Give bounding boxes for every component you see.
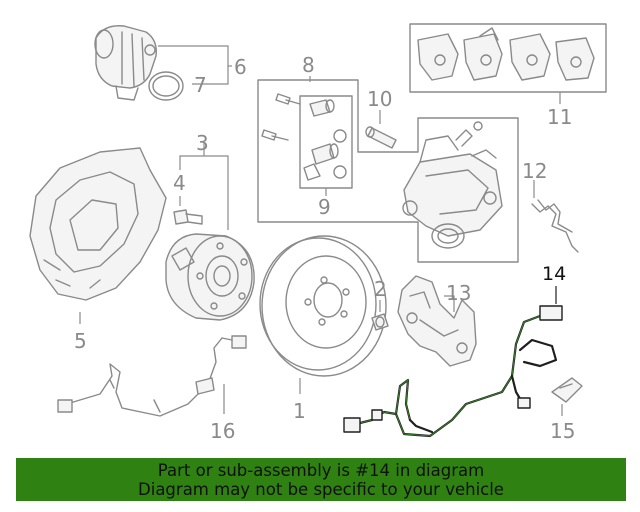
- callout-3: 3: [196, 131, 209, 155]
- part-10-pin: [365, 110, 397, 149]
- callout-10: 10: [367, 87, 392, 111]
- callout-1: 1: [293, 399, 306, 423]
- part-3-hub-bearing: [165, 233, 255, 321]
- part-12-spring-clip: [531, 180, 579, 253]
- callout-16: 16: [210, 419, 235, 443]
- callout-12: 12: [522, 159, 547, 183]
- callout-4: 4: [173, 171, 186, 195]
- part-8-caliper-box: [257, 76, 519, 263]
- callout-5: 5: [74, 329, 87, 353]
- part-9-guide-pins: [299, 95, 353, 196]
- callout-2: 2: [374, 277, 387, 301]
- part-2-screw: [371, 300, 389, 331]
- part-1-brake-rotor: [259, 235, 387, 394]
- banner-line-2: Diagram may not be specific to your vehi…: [138, 480, 504, 499]
- callout-9: 9: [318, 195, 331, 219]
- banner-line-1: Part or sub-assembly is #14 in diagram: [157, 461, 485, 480]
- part-15-clip: [551, 377, 583, 416]
- callout-8: 8: [302, 53, 315, 77]
- part-13-caliper-bracket: [397, 275, 477, 367]
- part-11-brake-pads: [409, 23, 607, 104]
- callout-14-highlighted: 14: [542, 263, 566, 285]
- part-6-actuator: [94, 25, 232, 101]
- callout-7: 7: [194, 73, 207, 97]
- callout-11: 11: [547, 105, 572, 129]
- part-5-dust-shield: [29, 147, 167, 324]
- callout-13: 13: [446, 281, 471, 305]
- part-16-sensor-harness: [57, 335, 247, 417]
- part-14-abs-harness-highlighted: [343, 286, 563, 438]
- caliper-body: [402, 121, 503, 249]
- part-4-bolt: [173, 209, 203, 225]
- part-7-o-ring: [148, 71, 184, 101]
- callout-15: 15: [550, 419, 575, 443]
- notice-banner: Part or sub-assembly is #14 in diagram D…: [16, 458, 626, 501]
- callout-6: 6: [234, 55, 247, 79]
